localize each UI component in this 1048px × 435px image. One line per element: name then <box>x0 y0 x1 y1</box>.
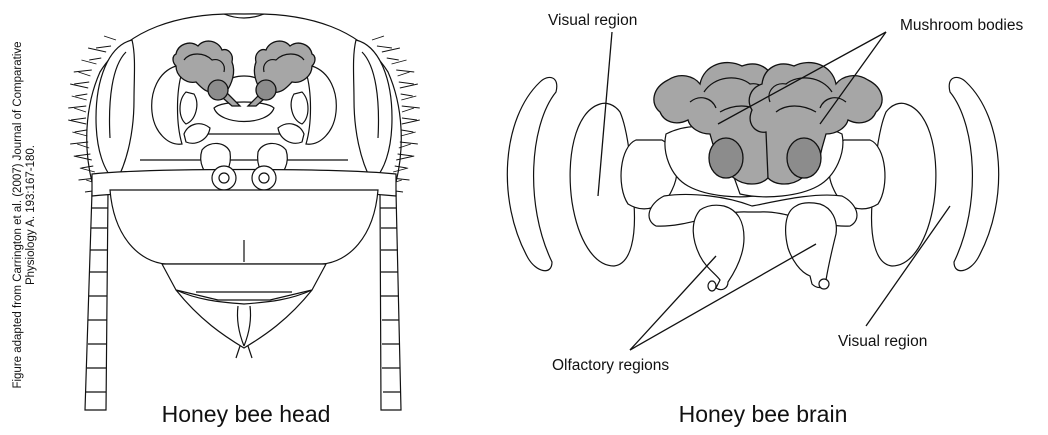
left-retina <box>507 77 556 270</box>
credit-line-2: Physiology A. 193:167-180. <box>25 145 37 285</box>
label-visual-region-top: Visual region <box>548 12 637 29</box>
bee-head-illustration: Honey bee head <box>68 14 420 427</box>
right-antenna <box>380 192 401 410</box>
label-visual-region-bottom: Visual region <box>838 333 927 350</box>
left-antenna <box>85 192 108 410</box>
brain-caption: Honey bee brain <box>679 401 848 427</box>
label-mushroom-bodies: Mushroom bodies <box>900 17 1023 34</box>
left-olfactory-lobe <box>693 205 744 289</box>
figure-credit: Figure adapted from Carrington et al. (2… <box>12 41 37 388</box>
credit-line-1: Figure adapted from Carrington et al. (2… <box>12 41 24 388</box>
label-olfactory-regions: Olfactory regions <box>552 357 669 374</box>
right-olfactory-lobe <box>786 203 837 288</box>
bee-brain-illustration: Visual region Mushroom bodies Visual reg… <box>507 12 1023 427</box>
right-retina <box>949 77 998 270</box>
head-caption: Honey bee head <box>162 401 331 427</box>
